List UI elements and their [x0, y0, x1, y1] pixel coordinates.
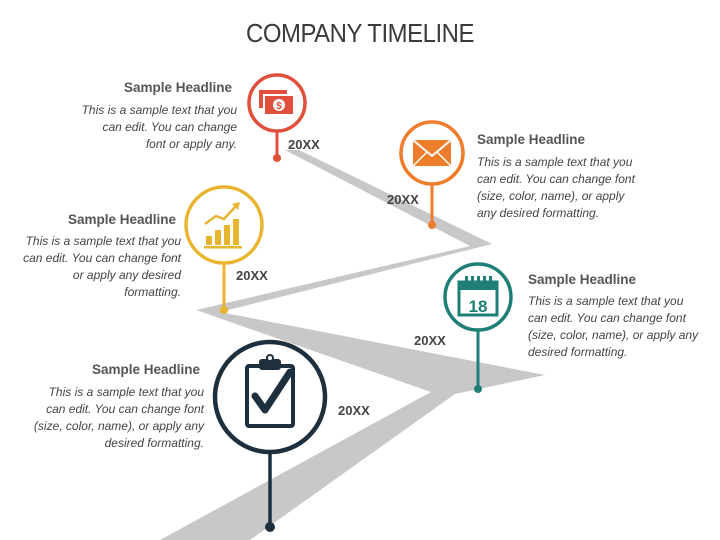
pin-teal [474, 328, 482, 393]
envelope-icon [412, 139, 452, 167]
growth-chart-icon [204, 202, 242, 249]
timeline-road [160, 150, 545, 540]
pin-orange [428, 182, 436, 229]
milestone-5-text: This is a sample text that you can edit.… [33, 385, 204, 450]
milestone-2-text: This is a sample text that you can edit.… [477, 155, 635, 220]
svg-text:$: $ [276, 101, 282, 112]
calendar-icon: 18 [457, 276, 499, 317]
milestone-1-date: 20XX [288, 137, 320, 152]
milestone-4-date: 20XX [414, 333, 446, 348]
milestone-3-headline: Sample Headline [68, 212, 177, 227]
milestone-5-date: 20XX [338, 403, 370, 418]
milestone-1-text: This is a sample text that you can edit.… [81, 103, 237, 151]
pin-red [273, 132, 281, 162]
milestone-3-date: 20XX [236, 268, 268, 283]
milestone-4-headline: Sample Headline [528, 272, 637, 287]
milestone-2-date: 20XX [387, 192, 419, 207]
milestone-2-headline: Sample Headline [477, 132, 586, 147]
calendar-day: 18 [469, 297, 488, 316]
pin-yellow [220, 262, 228, 314]
pin-navy [265, 452, 275, 532]
clipboard-check-icon [245, 354, 295, 428]
milestone-4-text: This is a sample text that you can edit.… [528, 294, 699, 359]
money-icon: $ [259, 90, 293, 114]
milestone-5-headline: Sample Headline [92, 362, 201, 377]
milestone-3-text: This is a sample text that you can edit.… [23, 234, 181, 299]
page-title: COMPANY TIMELINE [246, 18, 474, 48]
milestone-1-headline: Sample Headline [124, 80, 233, 95]
